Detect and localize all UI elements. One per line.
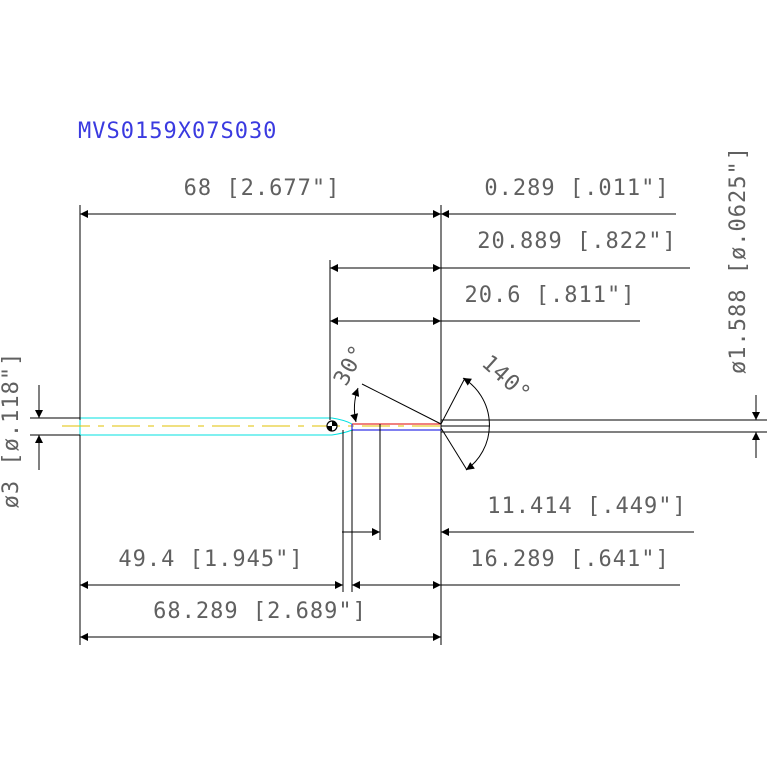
angle-140: 140° <box>440 351 536 471</box>
dim-tip-diameter-label: ø1.588 [ø.0625"] <box>726 146 751 374</box>
angle-30: 30° <box>329 340 442 425</box>
dim-494: 49.4 [1.945"] <box>80 547 343 589</box>
dim-shank-diameter-label: ø3 [ø.118"] <box>0 352 24 509</box>
part-number-title: MVS0159X07S030 <box>78 119 277 144</box>
dim-16289-label: 16.289 [.641"] <box>470 547 669 572</box>
dim-68-label: 68 [2.677"] <box>184 176 341 201</box>
dim-0289-label: 0.289 [.011"] <box>484 176 669 201</box>
dim-11414: 11.414 [.449"] <box>342 430 694 540</box>
dim-68289: 68.289 [2.689"] <box>79 435 441 645</box>
dim-tip-diameter: ø1.588 [ø.0625"] <box>726 146 760 458</box>
dim-494-label: 49.4 [1.945"] <box>118 547 303 572</box>
dim-16289: 16.289 [.641"] <box>342 430 680 592</box>
dim-20889: 20.889 [.822"] <box>329 229 690 420</box>
dim-68289-label: 68.289 [2.689"] <box>153 599 367 624</box>
datum-marker <box>326 420 338 432</box>
dim-shank-diameter: ø3 [ø.118"] <box>0 352 80 509</box>
angle-30-label: 30° <box>329 340 371 389</box>
dim-206: 20.6 [.811"] <box>330 283 640 325</box>
dim-0289: 0.289 [.011"] <box>441 176 676 218</box>
dim-11414-label: 11.414 [.449"] <box>487 494 686 519</box>
dim-68: 68 [2.677"] <box>79 176 441 420</box>
angle-140-label: 140° <box>476 351 535 408</box>
tip-section <box>351 423 441 431</box>
dim-20889-label: 20.889 [.822"] <box>477 229 676 254</box>
dim-206-label: 20.6 [.811"] <box>465 283 636 308</box>
